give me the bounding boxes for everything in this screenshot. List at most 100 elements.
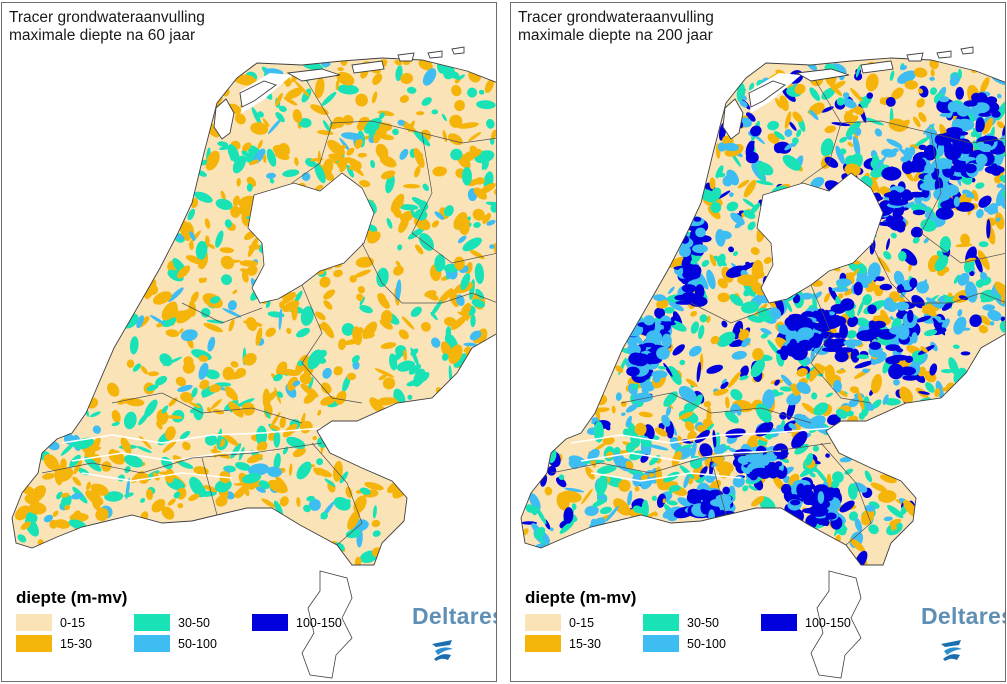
depth-patch [899, 65, 908, 71]
depth-patch [535, 506, 547, 525]
depth-patch [422, 68, 437, 86]
depth-patch [462, 167, 472, 186]
depth-patch [943, 134, 961, 143]
depth-patch [730, 212, 745, 226]
depth-patch [748, 202, 761, 216]
deltares-logo-text: Deltares [412, 603, 497, 629]
depth-patch [914, 196, 922, 205]
depth-patch [397, 244, 403, 251]
depth-patch [221, 259, 242, 264]
depth-patch [679, 188, 689, 194]
depth-patch [397, 119, 405, 126]
depth-patch [294, 80, 310, 97]
depth-patch [354, 556, 362, 565]
depth-patch [994, 281, 1005, 300]
depth-patch [380, 342, 397, 349]
depth-patch [166, 415, 183, 420]
depth-patch [407, 227, 425, 240]
depth-patch [854, 360, 875, 369]
depth-patch [782, 154, 802, 171]
depth-patch [612, 452, 627, 470]
legend-label: 30-50 [178, 615, 210, 630]
depth-patch [841, 526, 848, 532]
depth-patch [111, 421, 120, 427]
depth-patch [641, 499, 649, 520]
depth-patch [894, 301, 910, 311]
depth-patch [748, 485, 758, 491]
depth-patch [848, 260, 868, 274]
depth-patch [20, 521, 31, 530]
wadden-island [213, 98, 235, 140]
depth-patch [937, 142, 945, 157]
depth-patch [322, 158, 334, 175]
depth-patch [634, 422, 647, 436]
depth-patch [279, 416, 286, 429]
depth-patch [999, 321, 1005, 333]
depth-patch [931, 158, 952, 170]
depth-patch [416, 111, 425, 116]
depth-patch [916, 98, 925, 108]
depth-patch [969, 270, 975, 277]
depth-patch [780, 374, 794, 388]
depth-patch [313, 467, 332, 478]
depth-patch [857, 300, 865, 316]
depth-patch [831, 80, 846, 90]
depth-patch [441, 113, 447, 122]
depth-patch [713, 255, 727, 267]
depth-patch [995, 217, 1001, 222]
depth-patch [788, 508, 804, 524]
legend-swatch [134, 635, 170, 652]
depth-patch [982, 117, 994, 135]
depth-patch [877, 256, 891, 273]
depth-patch [978, 112, 992, 117]
depth-patch [715, 229, 726, 247]
depth-patch [462, 151, 476, 162]
depth-patch [489, 244, 495, 249]
depth-patch [161, 405, 169, 414]
depth-patch [430, 300, 443, 316]
depth-patch [920, 279, 928, 292]
depth-patch [745, 261, 750, 265]
depth-patch [287, 376, 299, 391]
depth-patch [732, 475, 745, 488]
depth-patch [219, 247, 234, 254]
province-border [710, 457, 727, 516]
depth-patch [481, 157, 487, 171]
wadden-island [286, 68, 341, 82]
depth-patch [839, 136, 848, 143]
depth-patch [805, 452, 814, 466]
depth-patch [372, 530, 381, 537]
depth-patch [750, 359, 765, 378]
depth-patch [605, 505, 619, 522]
depth-patch [910, 226, 923, 238]
depth-patch [549, 527, 554, 532]
depth-patch [593, 421, 604, 443]
depth-patch [403, 349, 408, 361]
depth-patch [813, 322, 829, 331]
depth-patch [682, 209, 693, 219]
depth-patch [262, 154, 267, 163]
depth-patch [742, 485, 749, 492]
depth-patch [294, 157, 299, 166]
depth-patch [413, 216, 431, 231]
depth-patch [292, 109, 303, 123]
depth-patch [188, 300, 197, 317]
depth-patch [449, 114, 463, 128]
depth-patch [889, 518, 902, 526]
depth-patch [868, 524, 879, 535]
depth-patch [671, 214, 691, 225]
depth-patch [187, 208, 196, 221]
depth-patch [722, 142, 740, 152]
depth-patch [210, 399, 222, 410]
depth-patch [907, 191, 927, 198]
depth-patch [390, 193, 405, 213]
depth-patch [784, 111, 792, 130]
depth-patch [940, 200, 958, 210]
depth-patch [741, 301, 759, 314]
depth-patch [374, 368, 395, 378]
depth-patch [825, 453, 830, 458]
depth-patch [790, 499, 801, 506]
depth-patch [709, 254, 717, 267]
depth-patch [320, 511, 328, 520]
depth-patch [902, 375, 919, 381]
